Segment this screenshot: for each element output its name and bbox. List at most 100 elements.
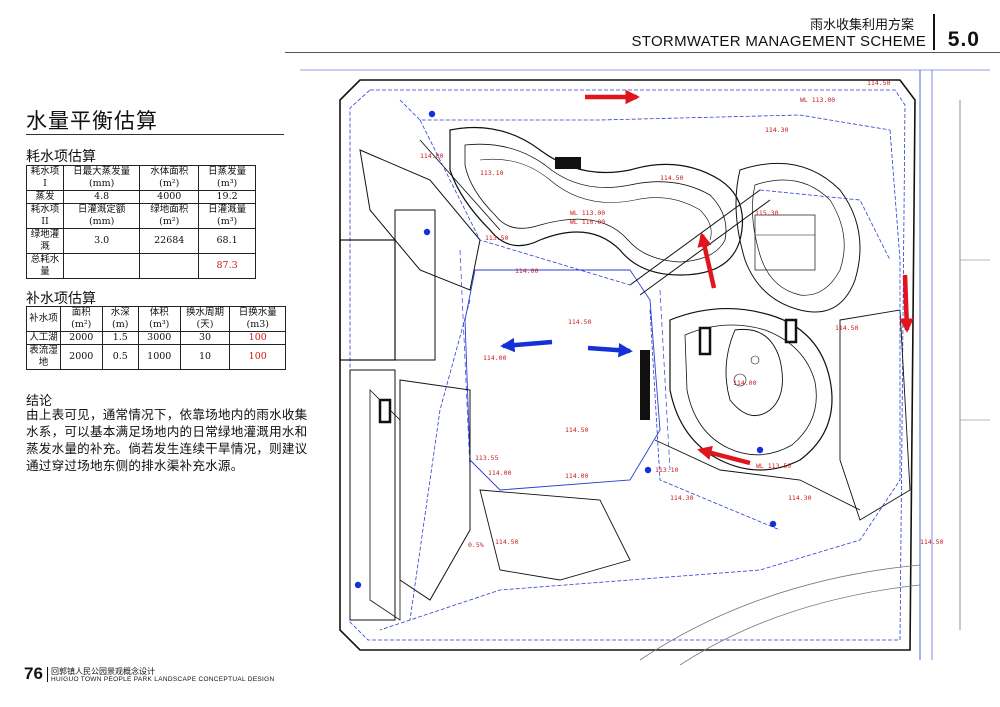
table-cell: 日蒸发量 (m³) (198, 165, 256, 191)
table-cell: 绿地面积 (m²) (139, 203, 200, 229)
elevation-label: 113.50 (485, 234, 509, 242)
elevation-label: 114.00 (565, 472, 589, 480)
consumption-table: 耗水项 I 日最大蒸发量 (mm) 水体面积 (m²) 日蒸发量 (m³) 蒸发… (25, 165, 256, 279)
supply-table: 补水项 面积 (m²) 水深 (m) 体积 (m³) 换水周期 (天) 日换水量… (26, 306, 286, 370)
table-cell: 2000 (59, 344, 103, 370)
elevation-label: 114.50 (568, 318, 592, 326)
title-rule (26, 134, 284, 135)
elevation-label: WL 110.00 (570, 218, 605, 226)
table-cell: 日灌溉量 (m³) (198, 203, 256, 229)
table-cell: 10 (179, 344, 231, 370)
footer-project-cn: 回郭镇人民公园景观概念设计 (51, 667, 155, 676)
table-cell: 1000 (137, 344, 181, 370)
table-cell: 1.5 (101, 331, 139, 345)
drainage-network (379, 99, 901, 631)
table-cell: 日换水量 (m3) (229, 306, 286, 332)
elevation-label: 0.5% (468, 541, 484, 549)
footer-project-en: HUIGUO TOWN PEOPLE PARK LANDSCAPE CONCEP… (51, 676, 275, 683)
table-cell: 30 (179, 331, 231, 345)
table-cell: 日最大蒸发量 (mm) (63, 165, 141, 191)
table-cell (63, 253, 141, 279)
table-row: 总耗水量 87.3 (25, 253, 256, 279)
stair-block (640, 350, 650, 420)
elevation-label: 113.10 (480, 169, 504, 177)
site-boundary-inner (349, 89, 906, 641)
page-number: 76 (24, 664, 43, 683)
elevation-label: 114.50 (920, 538, 944, 546)
pump-station (698, 326, 712, 356)
elevation-label: 114.00 (488, 469, 512, 477)
elevation-label: 114.30 (765, 126, 789, 134)
header-rule (285, 52, 1000, 53)
table-cell: 耗水项 I (25, 165, 65, 191)
elevation-label: 114.30 (670, 494, 694, 502)
table-cell: 人工湖 (26, 331, 61, 345)
header-divider (933, 14, 935, 50)
elevation-label: 114.50 (835, 324, 859, 332)
table-cell: 总耗水量 (25, 253, 65, 279)
header-title-en: STORMWATER MANAGEMENT SCHEME (631, 33, 926, 50)
table-cell: 体积 (m³) (137, 306, 181, 332)
table-row: 表流湿地 2000 0.5 1000 10 100 (26, 344, 286, 370)
table-cell: 19.2 (198, 190, 256, 204)
elevation-label: 114.50 (495, 538, 519, 546)
site-boundary (339, 79, 916, 651)
table-cell: 表流湿地 (26, 344, 61, 370)
table-cell: 100 (229, 344, 286, 370)
table-cell: 换水周期 (天) (179, 306, 231, 332)
page-title: 水量平衡估算 (26, 109, 158, 133)
table-cell: 68.1 (198, 228, 256, 254)
site-plan: 114.50 WL 113.00 114.30 114.00 113.50 11… (300, 69, 990, 665)
conclusion-text: 由上表可见，通常情况下，依靠场地内的雨水收集水系，可以基本满足场地内的日常绿地灌… (26, 407, 308, 473)
table-cell: 100 (229, 331, 286, 345)
table-cell: 蒸发 (25, 190, 65, 204)
conclusion-heading: 结论 (26, 394, 53, 409)
pump-station (784, 318, 798, 344)
elevation-label: WL 113.00 (800, 96, 835, 104)
building (394, 209, 436, 361)
elevation-label: 114.00 (483, 354, 507, 362)
table-cell: 22684 (139, 228, 200, 254)
table-cell: 3000 (137, 331, 181, 345)
elevation-label: 114.50 (565, 426, 589, 434)
elevation-label: WL 113.00 (570, 209, 605, 217)
building (339, 239, 396, 361)
footer-divider (47, 667, 48, 682)
table-row: 耗水项 I 日最大蒸发量 (mm) 水体面积 (m²) 日蒸发量 (m³) (25, 165, 256, 191)
table-cell: 4.8 (63, 190, 141, 204)
table-row: 人工湖 2000 1.5 3000 30 100 (26, 331, 286, 345)
red-arrow (585, 89, 914, 466)
table-cell: 水深 (m) (101, 306, 139, 332)
table-cell: 耗水项 II (25, 203, 65, 229)
consumption-heading: 耗水项估算 (26, 149, 96, 165)
elevation-label: 115.30 (755, 209, 779, 217)
header-title-cn: 雨水收集利用方案 (809, 18, 914, 33)
table-cell: 水体面积 (m²) (139, 165, 200, 191)
elevation-label: 114.00 (733, 379, 757, 387)
table-cell: 0.5 (101, 344, 139, 370)
lower-lake (669, 307, 833, 471)
supply-heading: 补水项估算 (26, 291, 96, 307)
contour-hill (735, 162, 861, 313)
table-cell: 日灌溉定额 (mm) (63, 203, 141, 229)
pump-station (378, 398, 392, 424)
elevation-label: 114.50 (660, 174, 684, 182)
table-row: 蒸发 4.8 4000 19.2 (25, 190, 256, 204)
table-cell: 3.0 (63, 228, 141, 254)
elevation-label: 114.50 (867, 79, 891, 87)
drainage-node (354, 110, 777, 589)
elevation-label: 114.00 (515, 267, 539, 275)
table-cell: 面积 (m²) (59, 306, 103, 332)
elevation-label: 114.00 (420, 152, 444, 160)
table-row: 耗水项 II 日灌溉定额 (mm) 绿地面积 (m²) 日灌溉量 (m³) (25, 203, 256, 229)
blue-arrow (500, 337, 633, 358)
table-cell: 补水项 (26, 306, 61, 332)
table-cell: 绿地灌溉 (25, 228, 65, 254)
table-cell (139, 253, 200, 279)
table-cell: 4000 (139, 190, 200, 204)
table-cell: 2000 (59, 331, 103, 345)
elevation-label: 114.30 (788, 494, 812, 502)
table-row: 补水项 面积 (m²) 水深 (m) 体积 (m³) 换水周期 (天) 日换水量… (26, 306, 286, 332)
table-row: 绿地灌溉 3.0 22684 68.1 (25, 228, 256, 254)
elevation-label: WL 113.50 (756, 462, 791, 470)
